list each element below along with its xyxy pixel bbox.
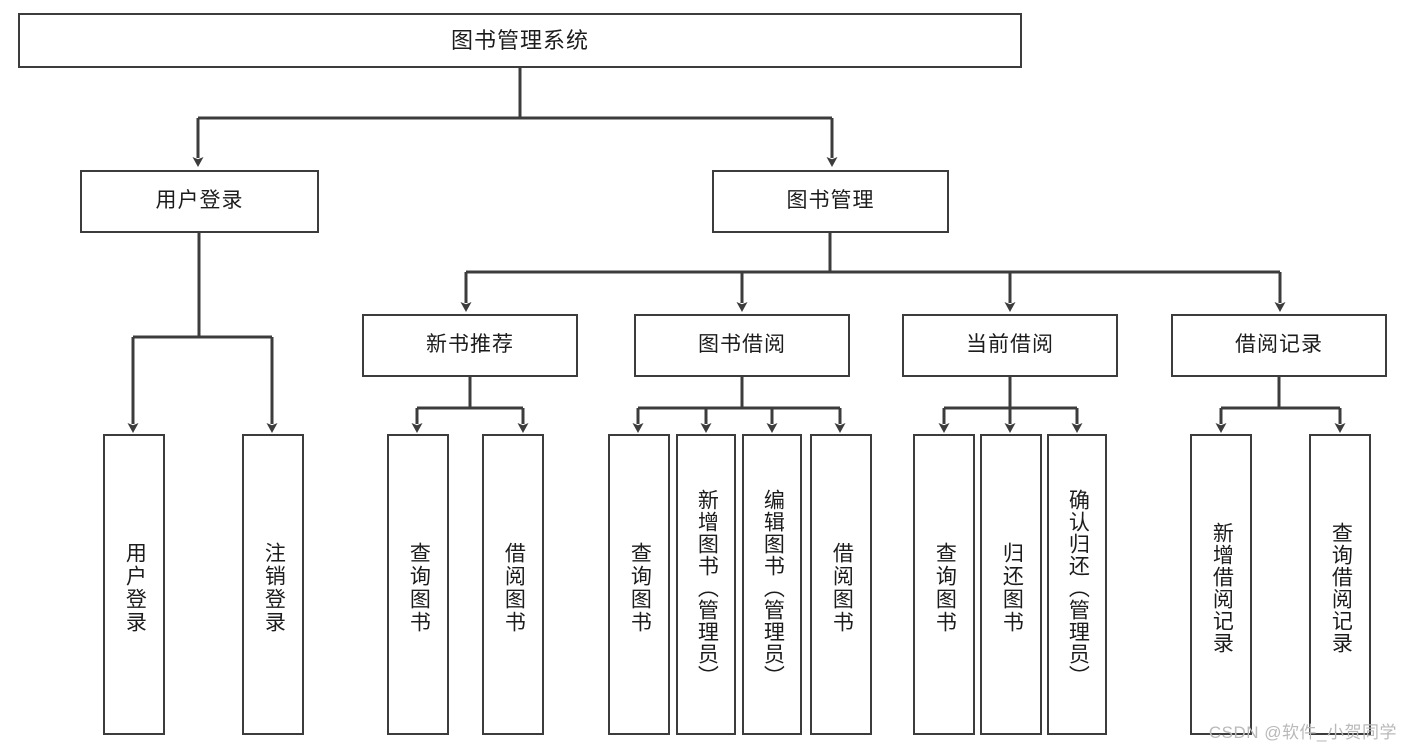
leaf-label: 注销登录 [262,541,286,634]
leaf-borrow-book[interactable]: 借阅图书 [810,434,872,735]
leaf-edit-book[interactable]: 编辑图书（管理员） [742,434,802,735]
leaf-label: 新增图书（管理员） [695,488,719,687]
node-label: 图书借阅 [698,333,786,357]
leaf-label: 查询图书 [933,541,957,634]
leaf-logout[interactable]: 注销登录 [242,434,304,735]
leaf-return-book[interactable]: 归还图书 [980,434,1042,735]
node-label: 用户登录 [155,189,244,213]
leaf-query-book-borrow[interactable]: 查询图书 [608,434,670,735]
leaf-borrow-book-recommend[interactable]: 借阅图书 [482,434,544,735]
leaf-add-book[interactable]: 新增图书（管理员） [676,434,736,735]
csdn-watermark: CSDN @软件_小贺同学 [1208,723,1397,742]
leaf-add-borrow-record[interactable]: 新增借阅记录 [1190,434,1252,735]
leaf-label: 查询图书 [628,541,652,634]
node-new-book-recommend[interactable]: 新书推荐 [362,314,578,377]
node-root-system[interactable]: 图书管理系统 [18,13,1022,68]
leaf-user-login[interactable]: 用户登录 [103,434,165,735]
node-label: 新书推荐 [426,333,514,357]
leaf-label: 新增借阅记录 [1210,521,1234,654]
leaf-label: 用户登录 [123,541,147,634]
node-label: 图书管理 [786,189,875,213]
leaf-query-borrow-record[interactable]: 查询借阅记录 [1309,434,1371,735]
leaf-label: 查询借阅记录 [1329,521,1353,654]
node-label: 图书管理系统 [450,27,589,53]
node-user-login[interactable]: 用户登录 [80,170,319,233]
node-current-borrow[interactable]: 当前借阅 [902,314,1118,377]
leaf-label: 借阅图书 [502,541,526,634]
leaf-confirm-return[interactable]: 确认归还（管理员） [1047,434,1107,735]
leaf-label: 查询图书 [407,541,431,634]
leaf-label: 归还图书 [1000,541,1024,634]
node-book-borrow[interactable]: 图书借阅 [634,314,850,377]
leaf-label: 借阅图书 [830,541,854,634]
leaf-query-book-recommend[interactable]: 查询图书 [387,434,449,735]
node-label: 借阅记录 [1235,333,1323,357]
node-borrow-record[interactable]: 借阅记录 [1171,314,1387,377]
leaf-query-book-current[interactable]: 查询图书 [913,434,975,735]
node-book-management[interactable]: 图书管理 [712,170,949,233]
node-label: 当前借阅 [966,333,1054,357]
leaf-label: 编辑图书（管理员） [761,488,785,687]
leaf-label: 确认归还（管理员） [1066,488,1090,687]
